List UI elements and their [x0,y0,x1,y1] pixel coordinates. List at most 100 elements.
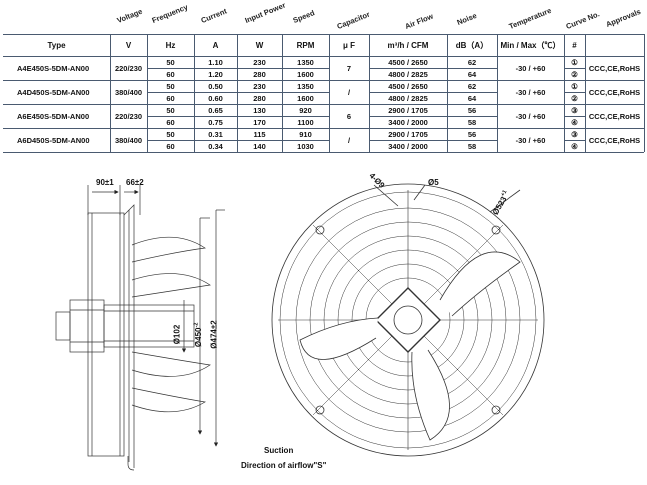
approvals-cell: CCC,CE,RoHS [588,111,641,121]
current-cell: 1.20 [208,69,223,79]
front-view [271,183,545,457]
airflow-cell: 4800 / 2825 [388,69,428,79]
column-rule [110,34,111,152]
power-cell: 170 [253,117,266,127]
capacitor-cell: / [347,87,351,97]
airflow-cell: 4500 / 2650 [388,57,428,67]
model-name: A6D450S-5DM-AN00 [17,135,90,145]
table-rule [3,56,644,58]
noise-cell: 64 [467,69,477,79]
col-w: W [255,40,264,50]
approvals-cell: CCC,CE,RoHS [588,135,641,145]
row-divider [369,68,497,69]
hz-cell: 60 [166,69,175,79]
noise-cell: 58 [467,117,477,127]
dim-outer: Ø474±2 [209,320,219,349]
temperature-cell: -30 / +60 [515,87,546,97]
column-rule [369,34,370,152]
hz-cell: 60 [166,141,175,151]
column-rule [447,34,448,152]
current-cell: 0.65 [208,105,223,115]
row-divider [564,68,585,69]
curve-cell: ④ [571,141,578,151]
row-divider [147,68,329,69]
hz-cell: 50 [166,57,175,67]
dim-mount: 66±2 [126,178,144,187]
rpm-cell: 920 [299,105,312,115]
curve-cell: ③ [571,105,578,115]
power-cell: 230 [253,57,266,67]
rpm-cell: 1600 [297,69,314,79]
noise-cell: 56 [467,129,477,139]
power-cell: 280 [253,69,266,79]
hz-cell: 50 [166,105,175,115]
voltage-cell: 380/400 [114,135,143,145]
column-rule [564,34,565,152]
rpm-cell: 910 [299,129,312,139]
row-divider [369,116,497,117]
column-rule [147,34,148,152]
col-type: Type [47,40,66,50]
row-divider [147,140,329,141]
power-cell: 130 [253,105,266,115]
row-rule [3,80,644,81]
temperature-cell: -30 / +60 [515,135,546,145]
row-divider [564,92,585,93]
airflow-cell: 3400 / 2000 [388,141,428,151]
airflow-cell: 2900 / 1705 [388,129,428,139]
rpm-cell: 1030 [297,141,314,151]
side-view [55,185,225,471]
model-name: A4E450S-5DM-AN00 [17,63,90,73]
airflow-cell: 4800 / 2825 [388,93,428,103]
current-cell: 1.10 [208,57,223,67]
temperature-cell: -30 / +60 [515,111,546,121]
power-cell: 280 [253,93,266,103]
column-rule [282,34,283,152]
temperature-cell: -30 / +60 [515,63,546,73]
airflow-cell: 4500 / 2650 [388,81,428,91]
col-hz: Hz [165,40,176,50]
column-rule [585,34,586,152]
dim-hub: Ø102 [172,324,182,345]
col-a: A [212,40,219,50]
curve-cell: ① [571,81,578,91]
capacitor-cell: 6 [346,111,352,121]
row-divider [369,92,497,93]
dim-small: Ø5 [428,178,439,187]
voltage-cell: 220/230 [114,111,143,121]
row-divider [147,116,329,117]
col-db: dB（A） [455,40,489,50]
row-divider [147,92,329,93]
col-curve: # [572,40,577,50]
hz-cell: 50 [166,81,175,91]
noise-cell: 58 [467,141,477,151]
column-rule [644,34,645,152]
noise-cell: 62 [467,81,477,91]
approvals-cell: CCC,CE,RoHS [588,63,641,73]
current-cell: 0.50 [208,81,223,91]
power-cell: 140 [253,141,266,151]
current-cell: 0.34 [208,141,223,151]
curve-cell: ① [571,57,578,67]
col-v: V [125,40,132,50]
row-rule [3,128,644,129]
rpm-cell: 1100 [297,117,314,127]
row-divider [564,140,585,141]
power-cell: 230 [253,81,266,91]
curve-cell: ③ [571,129,578,139]
label-suction: Suction [264,446,294,455]
curve-cell: ② [571,93,578,103]
column-rule [237,34,238,152]
capacitor-cell: 7 [346,63,352,73]
noise-cell: 64 [467,93,477,103]
col-temp: Min / Max（℃） [500,40,561,50]
dim-inner: Ø450-2 [193,322,204,348]
curve-cell: ④ [571,117,578,127]
col-rpm: RPM [296,40,315,50]
dim-depth: 90±1 [96,178,114,187]
col-flow: m³/h / CFM [387,40,429,50]
column-rule [329,34,330,152]
capacitor-cell: / [347,135,351,145]
table-rule [3,34,644,36]
